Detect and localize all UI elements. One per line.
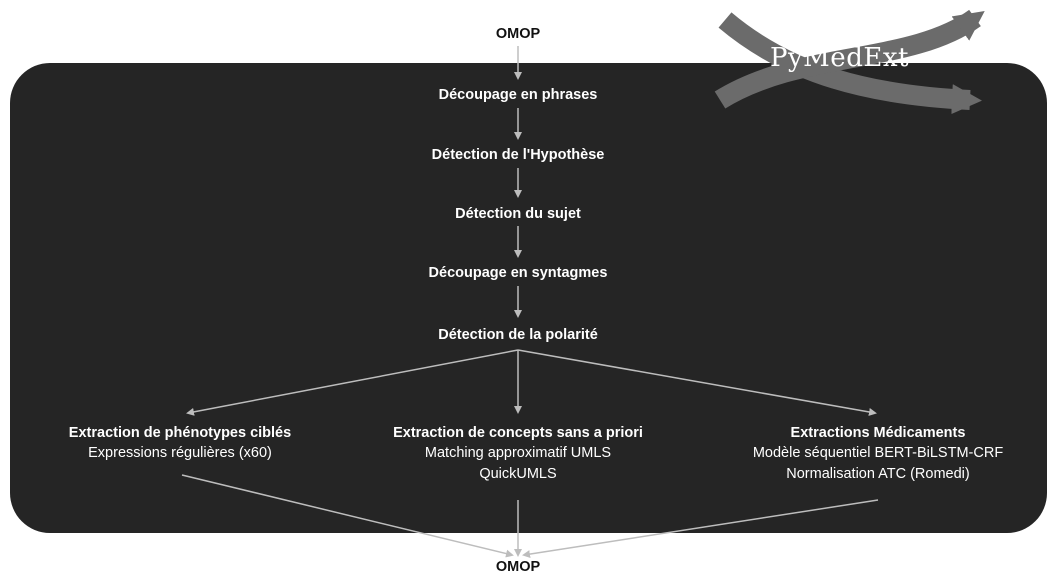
branch-line: Modèle séquentiel BERT-BiLSTM-CRF [752,445,1004,461]
branch-line: Expressions régulières (x60) [88,445,272,461]
step-sentence-split: Découpage en phrases [438,87,598,103]
source-node: OMOP [495,26,541,42]
branch-concepts: Extraction de concepts sans a priori Mat… [393,424,643,485]
branch-title: Extraction de concepts sans a priori [393,425,643,441]
step-syntagm-split: Découpage en syntagmes [428,265,608,281]
branch-title: Extractions Médicaments [790,425,966,441]
branch-line: Normalisation ATC (Romedi) [786,466,970,482]
step-subject-detection: Détection du sujet [455,206,581,222]
branch-line: Matching approximatif UMLS [424,445,612,461]
branch-phenotypes: Extraction de phénotypes ciblés Expressi… [69,424,291,464]
arrow-branch-3-to-sink [522,499,879,559]
branch-title: Extraction de phénotypes ciblés [68,425,292,441]
arrow-branch-1-to-sink [181,474,514,558]
arrow-to-branch-3 [517,349,877,416]
sink-node: OMOP [495,559,541,575]
step-hypothesis-detection: Détection de l'Hypothèse [431,147,605,163]
step-polarity-detection: Détection de la polarité [438,327,598,343]
branch-line: QuickUMLS [479,466,557,482]
logo-arrows [714,9,985,115]
pipeline-panel [10,63,1047,533]
pymedext-logo: PyMedExt [770,43,909,73]
arrow-to-branch-1 [186,349,519,416]
branch-medications: Extractions Médicaments Modèle séquentie… [753,424,1003,485]
